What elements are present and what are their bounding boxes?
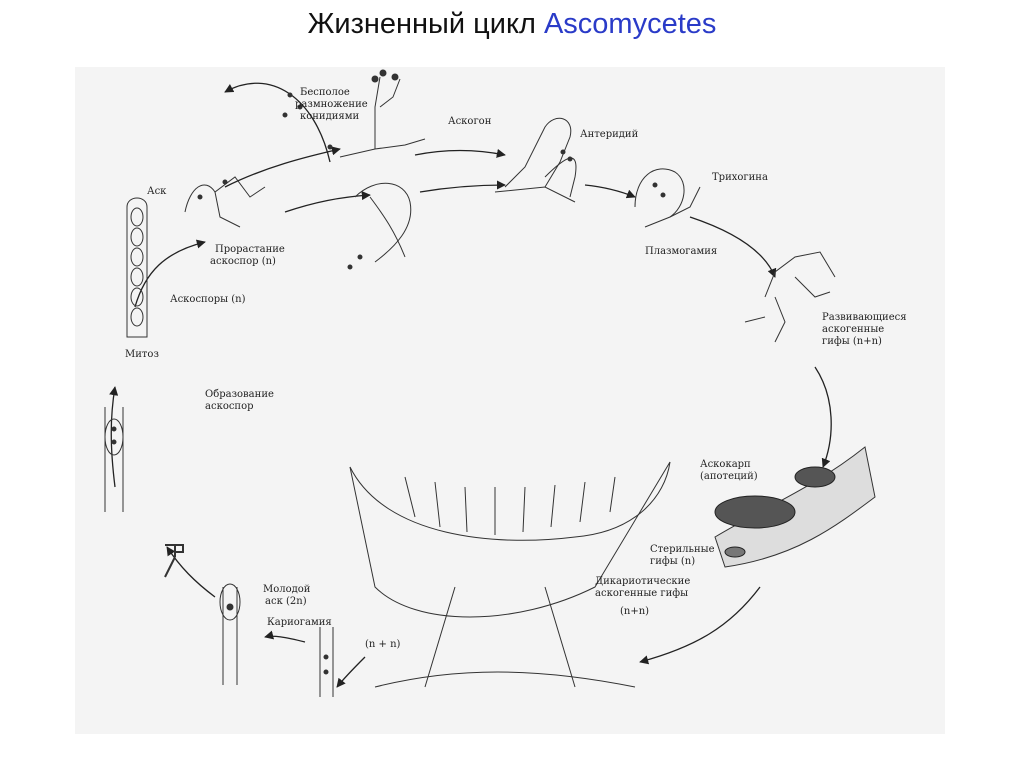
slide-title: Жизненный цикл Ascomycetes	[0, 8, 1024, 41]
arrow-to-young-ask	[166, 546, 216, 598]
apothecium-cross-section	[349, 461, 671, 688]
label-askokarp-2: (апотеций)	[700, 471, 758, 482]
germinating-ascospores	[184, 176, 266, 228]
label-askospory: Аскоспоры (n)	[170, 294, 246, 305]
developing-hyphae	[744, 251, 836, 343]
label-steril-1: Стерильные	[650, 544, 715, 555]
label-obraz-2: аскоспор	[205, 401, 254, 412]
label-prorast-1: Прорастание	[215, 244, 285, 255]
label-razv-2: аскогенные	[822, 324, 884, 335]
label-trihogina: Трихогина	[712, 172, 768, 183]
germinating-hyphae	[347, 182, 412, 270]
arrow-to-spores	[134, 239, 206, 308]
ascocarp-substrate	[714, 446, 876, 568]
title-main: Жизненный цикл	[307, 8, 536, 40]
arrow-to-dikaryotic	[639, 586, 761, 665]
label-molodoy-2: аск (2n)	[265, 596, 307, 607]
label-obraz-1: Образование	[205, 389, 274, 400]
ascus-with-spores	[126, 197, 148, 338]
arrow-to-ascocarp	[814, 366, 832, 468]
conidiophore-cluster	[282, 69, 426, 158]
ask-formation-cells	[104, 407, 184, 578]
arrow-nn	[336, 656, 366, 688]
askogon-anteridium	[494, 117, 577, 203]
label-plazmogamiya: Плазмогамия	[645, 246, 717, 257]
arrow-to-developing	[689, 216, 777, 278]
label-razv-3: гифы (n+n)	[822, 336, 882, 347]
plasmogamy-structure	[634, 168, 701, 228]
label-dikar-3: (n+n)	[620, 606, 649, 617]
label-askogon: Аскогон	[448, 116, 492, 127]
life-cycle-figure: Бесполое размножение конидиями Аскогон А…	[75, 67, 945, 734]
arrow-to-germination	[284, 191, 371, 213]
diagram-labels: Бесполое размножение конидиями Аскогон А…	[125, 87, 907, 650]
label-prorast-2: аскоспор (n)	[210, 256, 276, 267]
label-ask: Аск	[147, 186, 167, 197]
label-dikar-2: аскогенные гифы	[595, 588, 688, 599]
label-anteridiy: Антеридий	[580, 129, 639, 140]
label-bespoloe-2: размножение	[295, 99, 368, 110]
label-kariogamiya: Кариогамия	[267, 617, 332, 628]
arrow-mitosis	[109, 386, 119, 488]
arrow-to-plasmogamy	[584, 184, 636, 199]
label-askokarp-1: Аскокарп	[700, 459, 751, 470]
label-steril-2: гифы (n)	[650, 556, 695, 567]
life-cycle-diagram: Бесполое размножение конидиями Аскогон А…	[104, 69, 907, 697]
title-accent: Ascomycetes	[543, 8, 717, 40]
arrow-karyogamy	[264, 630, 306, 643]
label-bespoloe-1: Бесполое	[300, 87, 350, 98]
label-razv-1: Развивающиеся	[822, 312, 907, 323]
young-ask-cells	[219, 583, 334, 697]
label-dikar-1: Дикариотические	[595, 576, 690, 587]
label-bespoloe-3: конидиями	[300, 111, 360, 122]
label-mitoz: Митоз	[125, 349, 159, 360]
label-molodoy-1: Молодой	[263, 584, 311, 595]
arrow-to-askogon-2	[419, 180, 506, 193]
arrow-to-askogon	[414, 148, 506, 158]
label-nn: (n + n)	[365, 639, 401, 650]
arrow-to-conidia	[224, 146, 341, 188]
